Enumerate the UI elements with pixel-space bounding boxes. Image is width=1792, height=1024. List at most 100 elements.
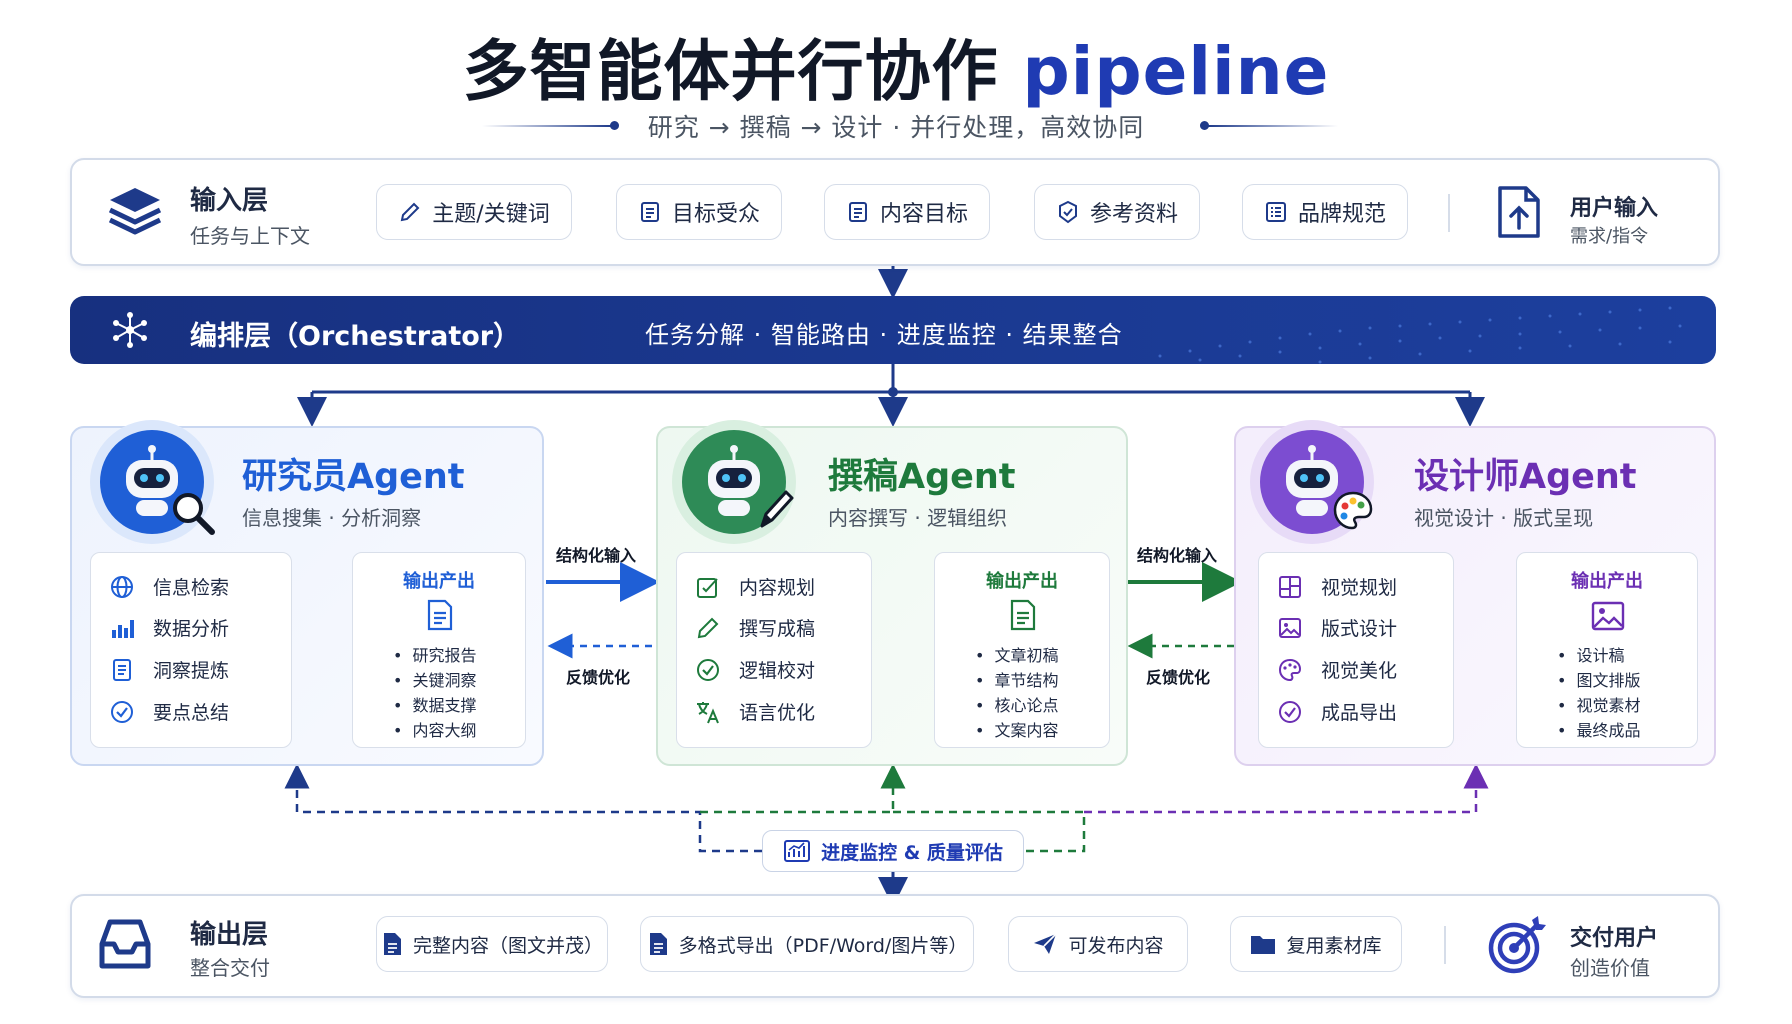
writer-avatar — [672, 420, 796, 544]
upload-icon — [1498, 186, 1540, 238]
writer-agent-card[interactable]: 撰稿Agent 内容撰写 · 逻辑组织 内容规划 撰写成稿 逻辑校对 语言优化 … — [656, 420, 1128, 766]
task-row: 洞察提炼 — [109, 656, 229, 683]
designer-avatar — [1250, 420, 1374, 544]
layout-icon — [1279, 575, 1301, 598]
report-icon — [1010, 599, 1036, 631]
output-item: 图文排版 — [1557, 668, 1640, 693]
bar-chart-icon — [112, 619, 134, 638]
page-subtitle: 研究 → 撰稿 → 设计 · 并行处理，高效协同 — [647, 113, 1145, 142]
task-label: 要点总结 — [153, 702, 230, 724]
check-circle-icon — [697, 658, 719, 681]
designer-task-box: 视觉规划 版式设计 视觉美化 成品导出 — [1258, 552, 1454, 748]
magnifier-icon — [173, 493, 215, 535]
task-row: 信息检索 — [109, 573, 229, 600]
monitor-loop-green-right — [893, 810, 1086, 853]
check-circle-icon — [111, 700, 133, 723]
input-chip-goal[interactable]: 内容目标 — [824, 184, 990, 240]
input-chip-label: 内容目标 — [879, 202, 968, 227]
output-list: 文章初稿 章节结构 核心论点 文案内容 — [975, 643, 1058, 743]
output-item: 核心论点 — [975, 693, 1058, 718]
task-label: 信息检索 — [153, 577, 230, 599]
report-icon — [427, 599, 453, 631]
output-item: 关键洞察 — [393, 668, 476, 693]
task-label: 内容规划 — [739, 577, 816, 599]
target-icon — [1488, 916, 1546, 974]
robot-icon — [1286, 445, 1338, 516]
task-row: 语言优化 — [695, 698, 815, 725]
monitor-box[interactable]: 进度监控 & 质量评估 — [762, 830, 1024, 872]
input-chip-reference[interactable]: 参考资料 — [1034, 184, 1200, 240]
translate-icon — [697, 701, 719, 723]
output-item: 内容大纲 — [393, 718, 476, 743]
task-row: 视觉美化 — [1277, 656, 1397, 683]
monitor-loop-green — [700, 763, 906, 814]
input-divider — [1448, 194, 1450, 232]
output-item: 文案内容 — [975, 718, 1058, 743]
orchestrator-bar: 编排层（Orchestrator） 任务分解 · 智能路由 · 进度监控 · 结… — [70, 296, 1716, 364]
task-row: 视觉规划 — [1277, 573, 1397, 600]
task-label: 版式设计 — [1321, 618, 1398, 640]
input-chip-topic[interactable]: 主题/关键词 — [376, 184, 572, 240]
output-divider — [1444, 926, 1446, 964]
input-chip-brand[interactable]: 品牌规范 — [1242, 184, 1408, 240]
page-title: 多智能体并行协作 pipeline — [462, 33, 1330, 110]
subtitle-right-line — [1208, 125, 1338, 127]
output-chip-label: 复用素材库 — [1286, 934, 1382, 957]
chart-monitor-icon — [784, 840, 811, 862]
input-chip-label: 参考资料 — [1089, 202, 1178, 227]
input-chip-label: 品牌规范 — [1297, 202, 1386, 227]
output-heading: 输出产出 — [986, 571, 1058, 592]
send-icon — [1034, 933, 1058, 954]
task-label: 视觉美化 — [1321, 660, 1398, 682]
output-item: 最终成品 — [1557, 718, 1640, 743]
feedback-label-1: 反馈优化 — [566, 668, 631, 687]
output-heading: 输出产出 — [1571, 571, 1643, 592]
deliver-title: 交付用户 — [1570, 926, 1659, 951]
output-item: 文章初稿 — [975, 643, 1058, 668]
task-row: 成品导出 — [1277, 698, 1397, 725]
output-item: 视觉素材 — [1557, 693, 1640, 718]
check-circle-icon — [1279, 700, 1301, 723]
input-layer-title: 输入层 — [190, 186, 269, 216]
pen-icon — [760, 490, 794, 528]
document-icon — [113, 658, 131, 681]
writer-agent-subtitle: 内容撰写 · 逻辑组织 — [828, 506, 1008, 530]
orchestrator-title: 编排层（Orchestrator） — [190, 321, 521, 352]
researcher-output-box: 输出产出 研究报告 关键洞察 数据支撑 内容大纲 — [352, 552, 526, 748]
palette-icon — [1278, 658, 1302, 681]
output-chip-label: 可发布内容 — [1068, 934, 1164, 957]
subtitle-left-dot — [610, 121, 619, 130]
researcher-agent-name: 研究员Agent — [242, 457, 465, 497]
writer-output-box: 输出产出 文章初稿 章节结构 核心论点 文案内容 — [934, 552, 1110, 748]
designer-output-box: 输出产出 设计稿 图文排版 视觉素材 最终成品 — [1516, 552, 1698, 748]
deliver-subtitle: 创造价值 — [1570, 956, 1650, 980]
researcher-agent-card[interactable]: 研究员Agent 信息搜集 · 分析洞察 信息检索 数据分析 洞察提炼 要点总结… — [70, 420, 544, 766]
output-chip-library[interactable]: 复用素材库 — [1230, 916, 1402, 972]
output-item: 设计稿 — [1557, 643, 1640, 668]
task-row: 版式设计 — [1277, 614, 1397, 641]
designer-agent-card[interactable]: 设计师Agent 视觉设计 · 版式呈现 视觉规划 版式设计 视觉美化 成品导出… — [1234, 420, 1716, 766]
output-chip-publish[interactable]: 可发布内容 — [1008, 916, 1188, 972]
inbox-icon — [99, 919, 151, 969]
output-chip-export[interactable]: 多格式导出（PDF/Word/图片等） — [640, 916, 974, 972]
designer-agent-subtitle: 视觉设计 · 版式呈现 — [1414, 506, 1594, 530]
user-input-title: 用户输入 — [1570, 196, 1659, 221]
dot-pattern-decoration — [1158, 306, 1682, 364]
task-row: 内容规划 — [695, 573, 815, 600]
output-heading: 输出产出 — [403, 571, 475, 592]
output-item: 数据支撑 — [393, 693, 476, 718]
structured-input-label-2: 结构化输入 — [1137, 546, 1218, 565]
output-list: 研究报告 关键洞察 数据支撑 内容大纲 — [393, 643, 476, 743]
output-item: 章节结构 — [975, 668, 1058, 693]
output-chip-complete[interactable]: 完整内容（图文并茂） — [376, 916, 608, 972]
task-label: 撰写成稿 — [739, 618, 816, 640]
task-row: 撰写成稿 — [695, 614, 815, 641]
output-item: 研究报告 — [393, 643, 476, 668]
task-label: 数据分析 — [153, 618, 230, 640]
monitor-label: 进度监控 & 质量评估 — [821, 841, 1003, 864]
output-chip-label: 完整内容（图文并茂） — [412, 934, 603, 957]
file-icon — [383, 933, 401, 955]
task-row: 数据分析 — [109, 614, 229, 641]
input-chip-audience[interactable]: 目标受众 — [616, 184, 782, 240]
